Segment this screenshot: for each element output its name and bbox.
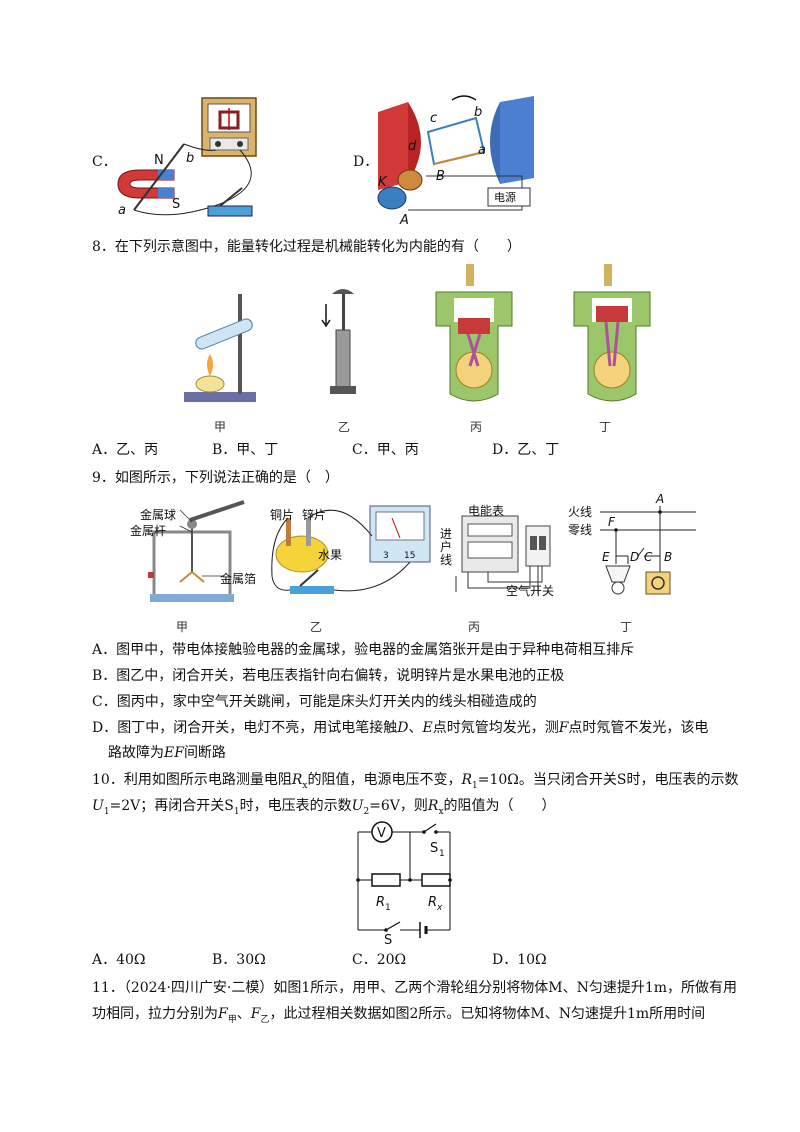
q9-caption-yi: 乙	[309, 620, 322, 634]
q9-stem: 9．如图所示，下列说法正确的是（ ）	[92, 470, 339, 486]
q8-caption-yi: 乙	[337, 420, 350, 434]
label-rx-sub: x	[436, 903, 443, 913]
q9-caption-ding: 丁	[619, 620, 632, 634]
label-copper: 铜片	[270, 508, 295, 522]
q9-option-a: A．图甲中，带电体接触验电器的金属球，验电器的金属箔张开是由于异种电荷相互排斥	[92, 642, 635, 658]
label-a: a	[478, 143, 486, 158]
label-s: S	[384, 933, 392, 946]
label-s1-sub: 1	[439, 849, 445, 859]
q8-caption-jia: 甲	[213, 420, 226, 434]
q8-option-b: B．甲、丁	[212, 442, 279, 458]
label-b: b	[186, 151, 194, 166]
q10-option-b: B．30Ω	[212, 952, 266, 968]
label-live: 火线	[568, 505, 593, 519]
q8-stem: 8．在下列示意图中，能量转化过程是机械能转化为内能的有（ ）	[92, 239, 521, 255]
q8-figure-bing	[435, 264, 513, 402]
q9-option-b: B．图乙中，闭合开关，若电压表指针向右偏转，说明锌片是水果电池的正极	[92, 668, 565, 684]
label-A: A	[399, 213, 409, 227]
q8-option-c: C．甲、丙	[352, 442, 419, 458]
label-metal-rod: 金属杆	[130, 524, 167, 538]
label-E: E	[602, 550, 610, 564]
q10-circuit: V S 1 R 1 R x S	[356, 821, 452, 946]
label-neutral: 零线	[568, 523, 593, 537]
label-k: K	[378, 175, 388, 190]
label-fruit: 水果	[318, 548, 343, 562]
q9-option-c: C．图丙中，家中空气开关跳闸，可能是床头灯开关内的线头相碰造成的	[92, 694, 537, 710]
label-A: A	[655, 494, 664, 506]
label-n: N	[154, 153, 164, 168]
label-D: D	[630, 550, 639, 564]
label-C: C	[644, 550, 653, 564]
q10-option-a: A．40Ω	[92, 952, 146, 968]
q11-stem-line1: 11．（2024·四川广安·二模）如图1所示，用甲、乙两个滑轮组分别将物体M、N…	[92, 980, 738, 996]
q9-figure-bing	[455, 515, 551, 594]
label-s: S	[172, 197, 180, 212]
q8-option-a: A．乙、丙	[92, 442, 159, 458]
label-F: F	[608, 515, 616, 529]
q8-figure-ding	[573, 264, 651, 402]
q7-figure-d: 电源 b c d a K B A	[377, 95, 534, 227]
q9-figure-yi: 3 15	[271, 505, 431, 594]
label-incoming: 进户线	[440, 527, 453, 567]
label-d: d	[408, 139, 417, 154]
q8-caption-ding: 丁	[598, 420, 611, 434]
label-v3: 3	[383, 551, 389, 561]
label-b: b	[474, 105, 482, 120]
label-meter: 电能表	[468, 504, 505, 518]
q10-option-c: C．20Ω	[352, 952, 407, 968]
label-voltmeter: V	[377, 826, 386, 841]
q9-option-d-line1: D．图丁中，闭合开关，电灯不亮，用试电笔接触D、E点时氖管均发光，测F点时氖管不…	[92, 720, 709, 736]
label-s1: S	[430, 841, 438, 856]
label-r1-sub: 1	[385, 903, 391, 913]
q8-caption-bing: 丙	[469, 420, 482, 434]
q9-option-d-line2: 路故障为EF间断路	[108, 745, 226, 761]
q8-option-d: D．乙、丁	[492, 442, 560, 458]
q8-figure-jia	[184, 294, 256, 402]
q9-caption-jia: 甲	[175, 620, 188, 634]
q8-figure-yi	[321, 289, 356, 394]
q11-stem-line2: 功相同，拉力分别为F甲、F乙，此过程相关数据如图2所示。已知将物体M、N匀速提升…	[92, 1006, 706, 1025]
q10-option-d: D．10Ω	[492, 952, 547, 968]
label-rx: R	[428, 895, 437, 910]
label-c: c	[430, 111, 437, 126]
label-a: a	[118, 203, 126, 218]
label-metal-ball: 金属球	[140, 508, 177, 522]
label-B: B	[664, 550, 672, 564]
label-zinc: 锌片	[302, 508, 327, 522]
q7-figure-c: N S a b	[117, 97, 257, 218]
label-air-switch: 空气开关	[506, 584, 555, 598]
label-power: 电源	[494, 190, 516, 204]
q9-caption-bing: 丙	[467, 620, 480, 634]
label-metal-foil: 金属箔	[220, 572, 257, 586]
q10-stem-line2: U1=2V；再闭合开关S1时，电压表的示数U2=6V，则Rx的阻值为（ ）	[92, 798, 556, 817]
label-r1: R	[376, 895, 385, 910]
q9-figure-ding: A F E D C B	[600, 494, 696, 595]
q10-stem-line1: 10．利用如图所示电路测量电阻Rx的阻值，电源电压不变，R1=10Ω。当只闭合开…	[92, 772, 739, 791]
q9-figure-jia	[148, 500, 245, 602]
q7-option-d-label: D．	[353, 154, 379, 170]
q7-option-c-label: C．	[92, 154, 117, 170]
label-B: B	[436, 169, 445, 184]
label-v15: 15	[404, 551, 415, 561]
